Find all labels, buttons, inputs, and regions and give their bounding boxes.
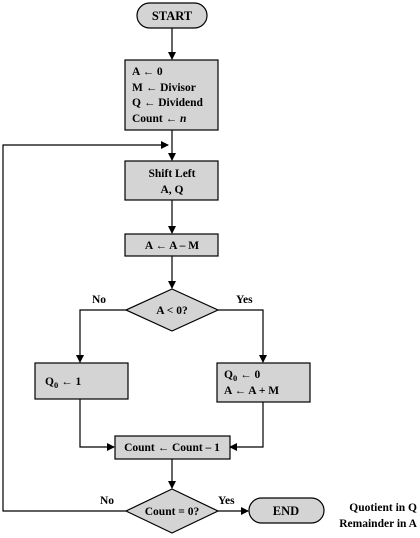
init-line2: M ← Divisor <box>132 82 196 94</box>
q0-one-rest: ← 1 <box>58 376 81 388</box>
decision-count-zero: Count = 0? No Yes <box>100 488 235 534</box>
arrow-loop-back <box>2 141 169 512</box>
decrement-box: Count ← Count – 1 <box>114 435 231 460</box>
q0-zero-shape <box>216 362 311 403</box>
q0-zero-q: Q <box>224 369 233 381</box>
init-shape <box>124 59 219 131</box>
q0-zero-box: Q0 ← 0 A ← A + M <box>216 362 311 403</box>
arrow-decision-no <box>76 309 126 363</box>
q0-one-shape <box>34 362 129 400</box>
q0-one-sub: 0 <box>54 380 58 390</box>
decision-a-shape <box>124 288 220 332</box>
shift-line1: Shift Left <box>149 168 196 180</box>
q0-zero-sub: 0 <box>233 373 237 383</box>
init-line4-prefix: Count ← <box>132 113 180 125</box>
connectors <box>2 28 267 515</box>
subtract-shape <box>124 233 219 257</box>
result-line1: Quotient in Q <box>349 502 417 514</box>
subtract-box: A ← A – M <box>124 233 219 257</box>
q0-zero-line1: Q0 ← 0 <box>224 369 260 383</box>
init-line3: Q ← Dividend <box>132 97 204 109</box>
init-line1: A ← 0 <box>132 66 163 78</box>
q0-zero-rest: ← 0 <box>237 369 260 381</box>
decrement-shape <box>114 435 231 460</box>
end-terminal: END <box>248 497 325 524</box>
init-box: A ← 0 M ← Divisor Q ← Dividend Count ← n <box>124 59 219 131</box>
decision-count-shape <box>124 488 220 534</box>
init-line4: Count ← n <box>132 113 186 125</box>
start-terminal: START <box>136 2 208 29</box>
subtract-label: A ← A – M <box>145 240 199 252</box>
init-line4-var: n <box>180 113 186 125</box>
result-line2: Remainder in A <box>339 518 417 530</box>
arrow-decision-yes <box>218 309 267 363</box>
arrow-q0zero-to-decrement <box>229 402 264 451</box>
shift-shape <box>124 160 219 201</box>
start-label: START <box>152 9 193 23</box>
decision-count-yes-label: Yes <box>218 495 235 507</box>
arrow-q0one-to-decrement <box>79 399 115 451</box>
decision-a-no-label: No <box>92 294 106 306</box>
q0-one-box: Q0 ← 1 <box>34 362 129 400</box>
decision-a-negative: A < 0? No Yes <box>92 288 253 332</box>
end-shape <box>248 497 325 524</box>
q0-one-q: Q <box>45 376 54 388</box>
shift-box: Shift Left A, Q <box>124 160 219 201</box>
decision-count-label: Count = 0? <box>145 506 200 518</box>
q0-one-label: Q0 ← 1 <box>45 376 81 390</box>
decision-count-no-label: No <box>100 495 114 507</box>
decrement-label: Count ← Count – 1 <box>124 442 220 454</box>
decision-a-yes-label: Yes <box>236 294 253 306</box>
q0-zero-line2: A ← A + M <box>224 385 279 397</box>
end-label: END <box>273 504 299 518</box>
decision-a-label: A < 0? <box>156 305 188 317</box>
shift-line2: A, Q <box>161 184 184 196</box>
result-note: Quotient in Q Remainder in A <box>339 502 417 530</box>
start-shape <box>136 2 208 29</box>
